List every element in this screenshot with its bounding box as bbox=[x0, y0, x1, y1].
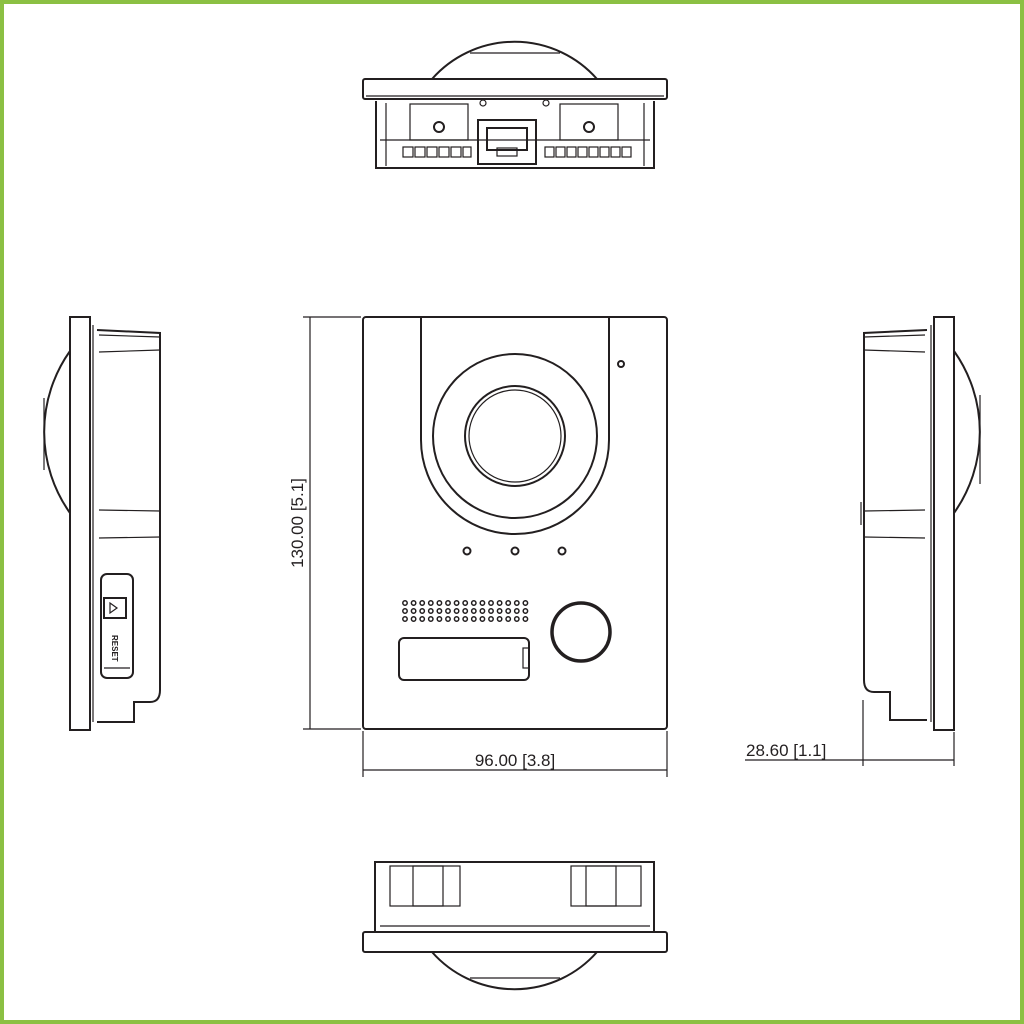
svg-text:96.00 [3.8]: 96.00 [3.8] bbox=[475, 751, 555, 770]
indicator-light-icon bbox=[617, 360, 625, 368]
led-icon bbox=[510, 546, 520, 556]
depth-dimension: 28.60 [1.1] bbox=[745, 700, 955, 766]
terminal-block-right bbox=[544, 146, 632, 158]
terminal-block-left bbox=[402, 146, 472, 158]
left-side-view: RESET bbox=[43, 316, 161, 731]
svg-text:RESET: RESET bbox=[110, 635, 119, 662]
sd-card-icon bbox=[103, 597, 127, 619]
height-dimension: 130.00 [5.1] bbox=[288, 316, 361, 730]
svg-text:130.00 [5.1]: 130.00 [5.1] bbox=[288, 478, 307, 568]
camera-bezel bbox=[432, 353, 598, 519]
call-button-icon bbox=[550, 601, 612, 663]
speaker-grille bbox=[402, 600, 529, 622]
name-plate bbox=[398, 637, 530, 681]
led-icon bbox=[557, 546, 567, 556]
top-view bbox=[362, 40, 668, 169]
camera-lens-icon bbox=[464, 385, 566, 487]
width-dimension: 96.00 [3.8] bbox=[362, 731, 668, 777]
svg-text:28.60 [1.1]: 28.60 [1.1] bbox=[746, 741, 826, 760]
led-icon bbox=[462, 546, 472, 556]
right-side-view bbox=[860, 316, 981, 731]
bottom-view bbox=[362, 861, 668, 991]
front-view bbox=[362, 316, 668, 730]
reset-slot bbox=[100, 573, 134, 679]
